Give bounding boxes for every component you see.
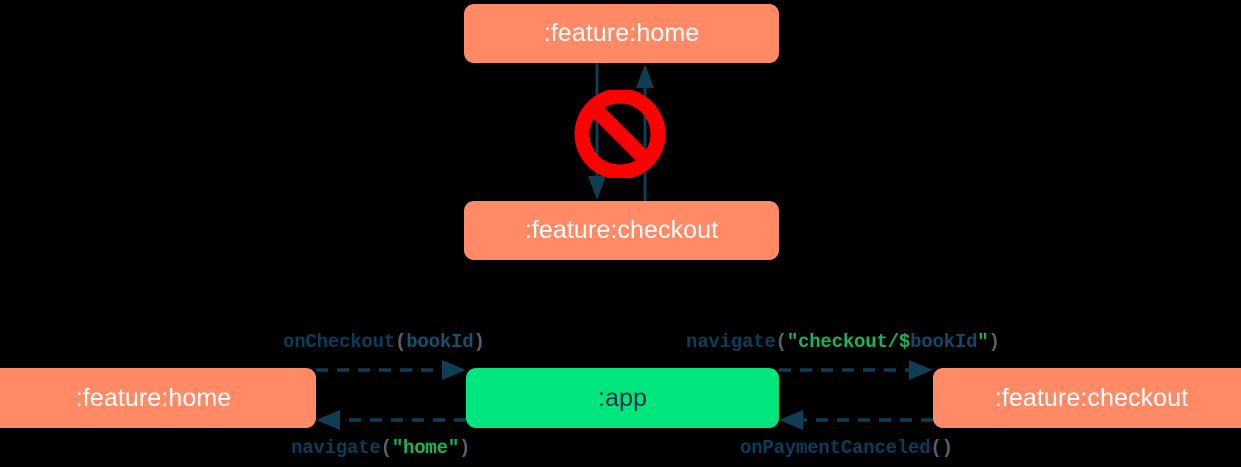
token-function-name: navigate (291, 437, 381, 459)
edge-label-navigate-checkout: navigate("checkout/$bookId") (686, 331, 1000, 353)
token-close-paren: ) (988, 331, 1000, 353)
token-close-paren: ) (459, 437, 471, 459)
token-open-paren: ( (930, 437, 942, 459)
node-app[interactable]: :app (466, 368, 779, 428)
node-feature-home-bottom[interactable]: :feature:home (0, 368, 316, 428)
no-entry-icon (574, 90, 666, 178)
node-feature-checkout-bottom[interactable]: :feature:checkout (933, 368, 1241, 428)
node-label: :feature:home (543, 19, 700, 47)
token-string: "home" (391, 437, 460, 459)
token-argument: bookId (406, 331, 474, 353)
token-function-name: navigate (686, 331, 776, 353)
token-function-name: onPaymentCanceled (740, 437, 931, 459)
node-label: :feature:home (75, 383, 232, 412)
edge-label-on-payment-canceled: onPaymentCanceled() (740, 437, 953, 459)
edge-label-navigate-home: navigate("home") (291, 437, 470, 459)
token-interpolation: bookId (910, 331, 978, 353)
token-open-paren: ( (395, 331, 407, 353)
token-close-paren: ) (941, 437, 953, 459)
token-function-name: onCheckout (283, 331, 396, 353)
token-string-tail: " (977, 331, 989, 353)
edge-app-to-checkout (779, 360, 933, 380)
token-open-paren: ( (380, 437, 392, 459)
token-close-paren: ) (473, 331, 485, 353)
edge-home-to-app (316, 360, 466, 380)
edge-label-on-checkout: onCheckout(bookId) (283, 331, 485, 353)
node-label: :feature:checkout (994, 383, 1189, 412)
node-label: :app (597, 383, 648, 412)
token-string-head: "checkout/$ (786, 331, 911, 353)
edge-checkout-to-app (779, 410, 933, 430)
node-feature-home-top[interactable]: :feature:home (464, 4, 779, 63)
edge-app-to-home (316, 410, 466, 430)
token-open-paren: ( (775, 331, 787, 353)
node-label: :feature:checkout (524, 216, 719, 244)
node-feature-checkout-top[interactable]: :feature:checkout (464, 201, 779, 260)
